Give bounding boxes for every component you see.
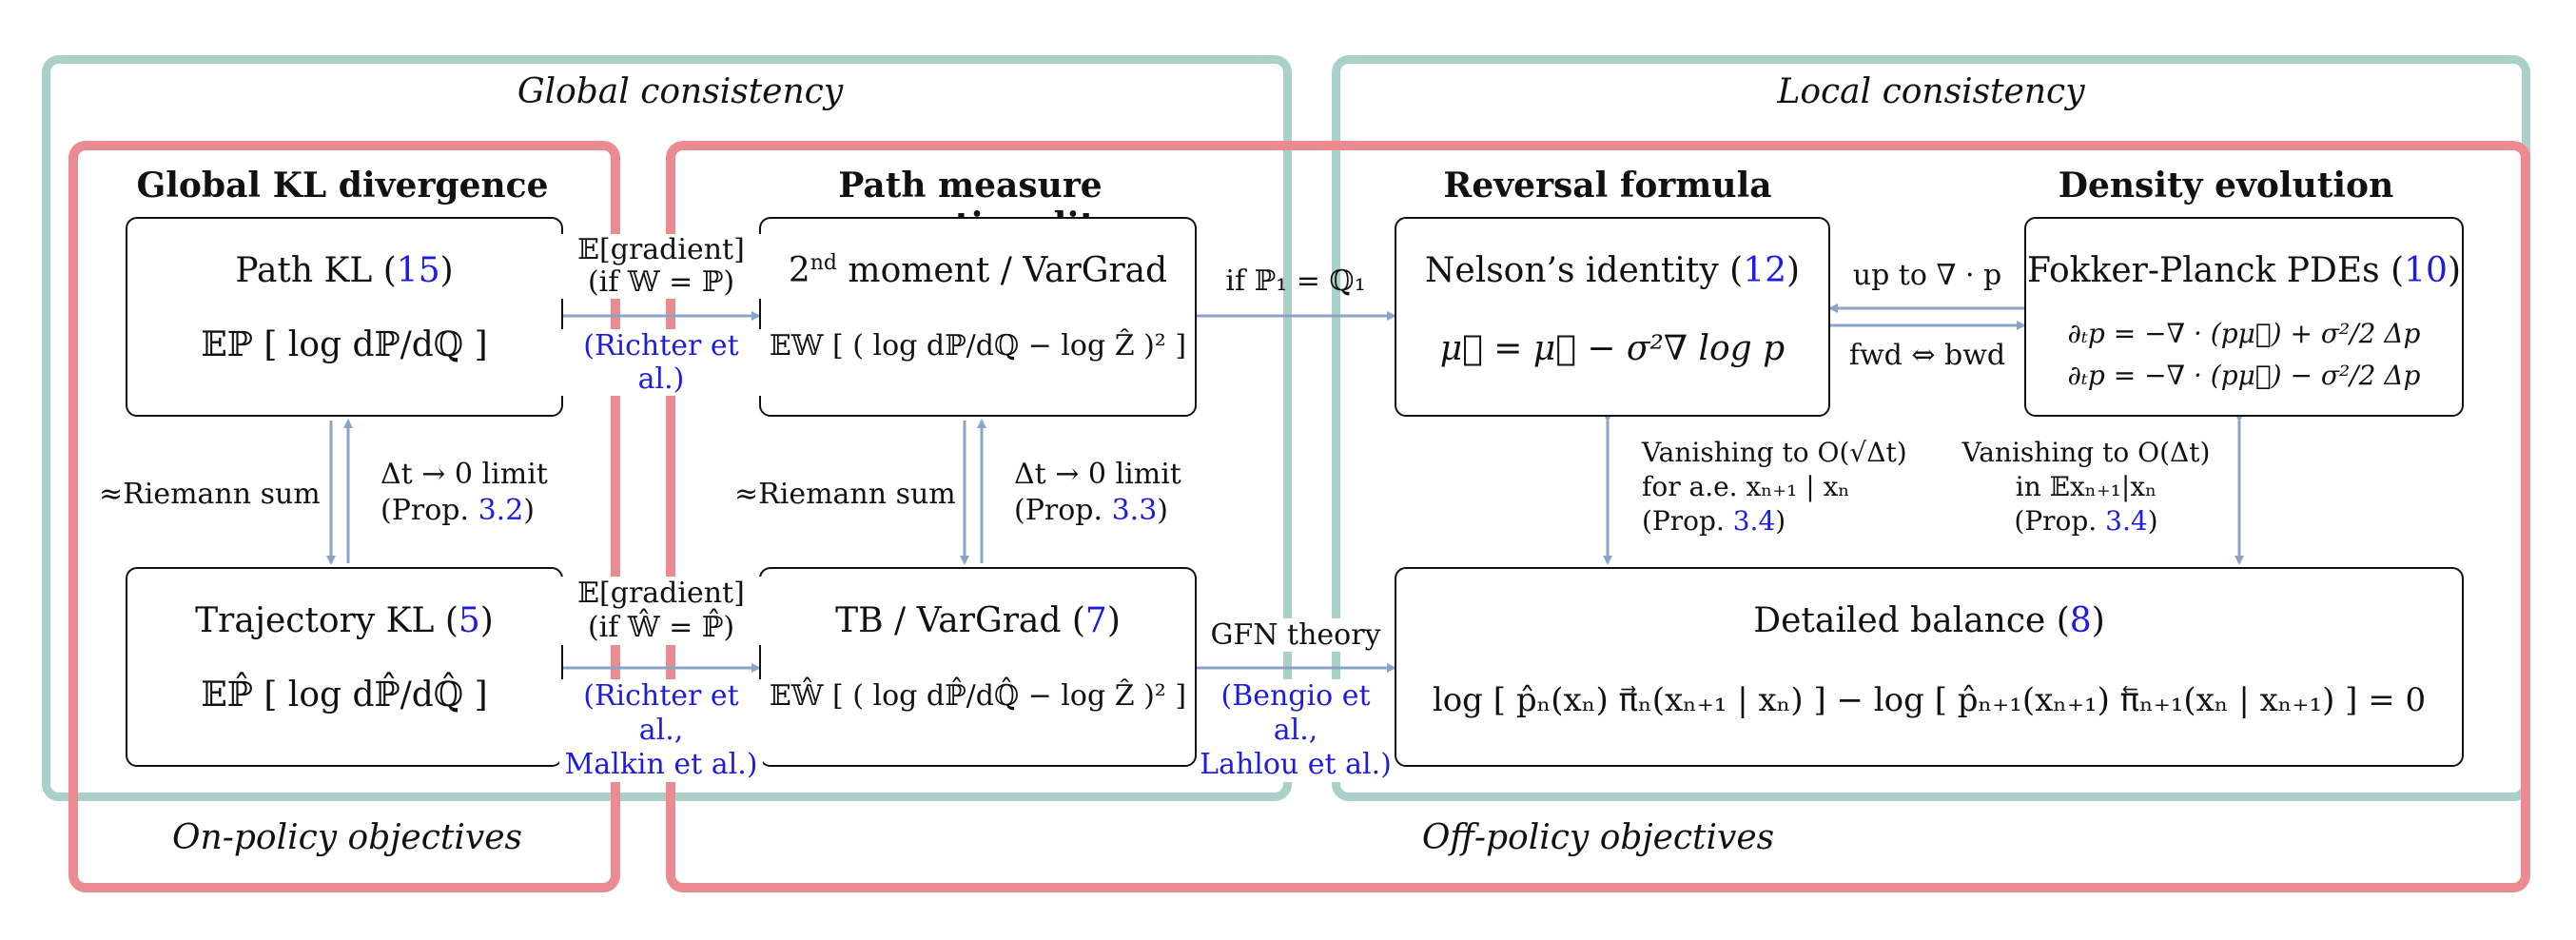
- edge-top-grad-line1: 𝔼[gradient]: [577, 233, 745, 266]
- detailed-formula: log [ p̂ₙ(xₙ) π⃗ₙ(xₙ₊₁ | xₙ) ] − log [ p…: [1432, 681, 2427, 719]
- fokker-eq2: ∂ₜp = −∇ · (pμ⃖) − σ²/2 Δp: [2067, 360, 2421, 391]
- nelson-box: Nelson’s identity (12) μ⃖ = μ⃗ − σ²∇ log…: [1395, 217, 1830, 417]
- edge-vanish2-3-ref: 3.4: [2105, 505, 2148, 537]
- edge-vanish2-3-post: ): [2147, 505, 2158, 537]
- path-kl-box: Path KL (15) 𝔼ℙ [ log dℙ/dℚ ]: [126, 217, 563, 417]
- detailed-balance-box: Detailed balance (8) log [ p̂ₙ(xₙ) π⃗ₙ(x…: [1395, 567, 2464, 767]
- edge-gfn-theory: GFN theory: [1200, 618, 1391, 652]
- edge-bot-grad-cite2: Malkin et al.): [564, 748, 758, 781]
- fokker-close: ): [2447, 251, 2461, 290]
- edge-up-to: up to ∇ · p: [1852, 259, 2002, 292]
- second-moment-title: moment / VarGrad: [836, 251, 1168, 290]
- edge-bot-grad-cite: (Richter et al., Malkin et al.): [559, 679, 763, 782]
- tb-vargrad-box: TB / VarGrad (7) 𝔼𝕎̂ [ ( log dℙ̂/dℚ̂ − l…: [759, 567, 1197, 767]
- traj-kl-ref: 5: [458, 601, 480, 640]
- local-consistency-label: Local consistency: [1777, 72, 2085, 111]
- fokker-eq1: ∂ₜp = −∇ · (pμ⃗) + σ²/2 Δp: [2067, 318, 2421, 349]
- tb-close: ): [1106, 601, 1121, 640]
- edge-riemann-mid: ≈Riemann sum: [734, 478, 956, 511]
- heading-density: Density evolution: [2058, 166, 2394, 206]
- second-moment-title-sup: nd: [810, 251, 837, 275]
- edge-bot-grad-line1: 𝔼[gradient]: [577, 577, 745, 610]
- traj-kl-close: ): [479, 601, 494, 640]
- edge-limit-mid-2-pre: (Prop.: [1014, 494, 1112, 527]
- nelson-close: ): [1786, 251, 1801, 290]
- tb-title: TB / VarGrad (: [835, 601, 1085, 640]
- tb-formula: 𝔼𝕎̂ [ ( log dℙ̂/dℚ̂ − log Ẑ )² ]: [769, 679, 1187, 713]
- traj-kl-title: Trajectory KL (: [195, 601, 459, 640]
- edge-fwd-bwd: fwd ⇔ bwd: [1848, 339, 2006, 372]
- fokker-title: Fokker-Planck PDEs (: [2027, 251, 2405, 290]
- path-kl-title: Path KL (: [235, 251, 397, 290]
- edge-limit-left-1: Δt → 0 limit: [381, 458, 548, 491]
- edge-top-grad: 𝔼[gradient] (if 𝕎 = ℙ): [559, 234, 763, 299]
- edge-if-p1-q1: if ℙ₁ = ℚ₁: [1225, 264, 1366, 298]
- nelson-formula: μ⃖ = μ⃗ − σ²∇ log p: [1439, 329, 1786, 368]
- second-moment-box: 2nd moment / VarGrad 𝔼𝕎 [ ( log dℙ/dℚ − …: [759, 217, 1197, 417]
- detailed-title: Detailed balance (: [1753, 601, 2070, 640]
- on-policy-region: [68, 141, 620, 892]
- global-consistency-label: Global consistency: [517, 72, 844, 111]
- edge-vanish-1: Vanishing to O(√Δt) for a.e. xₙ₊₁ | xₙ (…: [1642, 436, 1907, 539]
- edge-vanish1-1: Vanishing to O(√Δt): [1642, 437, 1907, 468]
- edge-limit-left-2-post: ): [523, 494, 536, 527]
- edge-gfn-cite1: (Bengio et al.,: [1220, 679, 1371, 747]
- edge-vanish1-2: for a.e. xₙ₊₁ | xₙ: [1642, 471, 1850, 502]
- edge-vanish1-3-post: ): [1775, 505, 1786, 537]
- second-moment-formula: 𝔼𝕎 [ ( log dℙ/dℚ − log Ẑ )² ]: [769, 329, 1187, 362]
- edge-gfn-cite: (Bengio et al., Lahlou et al.): [1197, 679, 1395, 782]
- edge-vanish-2: Vanishing to O(Δt) in 𝔼xₙ₊₁|xₙ (Prop. 3.…: [1948, 436, 2224, 539]
- trajectory-kl-box: Trajectory KL (5) 𝔼ℙ̂ [ log dℙ̂/dℚ̂ ]: [126, 567, 563, 767]
- heading-reversal: Reversal formula: [1443, 166, 1772, 206]
- edge-gfn-cite2: Lahlou et al.): [1200, 748, 1392, 781]
- edge-vanish2-2: in 𝔼xₙ₊₁|xₙ: [2015, 471, 2157, 502]
- traj-kl-formula: 𝔼ℙ̂ [ log dℙ̂/dℚ̂ ]: [201, 676, 488, 715]
- edge-bot-grad-line2: (if 𝕎̂ = ℙ̂): [587, 611, 735, 644]
- edge-top-grad-cite: (Richter et al.): [559, 329, 763, 396]
- edge-limit-left-2-ref: 3.2: [478, 494, 524, 527]
- edge-vanish2-1: Vanishing to O(Δt): [1961, 437, 2211, 468]
- edge-vanish1-3-ref: 3.4: [1732, 505, 1776, 537]
- on-policy-label: On-policy objectives: [172, 818, 522, 857]
- second-moment-title-pre: 2: [788, 251, 810, 290]
- edge-vanish1-3-pre: (Prop.: [1642, 505, 1733, 537]
- edge-limit-left: Δt → 0 limit (Prop. 3.2): [381, 457, 548, 529]
- edge-limit-mid-1: Δt → 0 limit: [1014, 458, 1181, 491]
- path-kl-close: ): [439, 251, 454, 290]
- edge-riemann-left: ≈Riemann sum: [99, 478, 321, 511]
- edge-limit-mid-2-ref: 3.3: [1111, 494, 1158, 527]
- fokker-ref: 10: [2404, 251, 2448, 290]
- path-kl-formula: 𝔼ℙ [ log dℙ/dℚ ]: [201, 325, 488, 364]
- edge-vanish2-3-pre: (Prop.: [2014, 505, 2106, 537]
- path-kl-ref: 15: [396, 251, 440, 290]
- edge-bot-grad: 𝔼[gradient] (if 𝕎̂ = ℙ̂): [559, 577, 763, 645]
- edge-limit-left-2-pre: (Prop.: [381, 494, 478, 527]
- nelson-ref: 12: [1743, 251, 1787, 290]
- tb-ref: 7: [1084, 601, 1107, 640]
- heading-global-kl: Global KL divergence: [136, 166, 549, 206]
- fokker-box: Fokker-Planck PDEs (10) ∂ₜp = −∇ · (pμ⃗)…: [2024, 217, 2464, 417]
- edge-top-grad-line2: (if 𝕎 = ℙ): [587, 265, 735, 299]
- edge-limit-mid-2-post: ): [1157, 494, 1169, 527]
- nelson-title: Nelson’s identity (: [1424, 251, 1744, 290]
- detailed-close: ): [2091, 601, 2105, 640]
- off-policy-label: Off-policy objectives: [1421, 818, 1775, 857]
- edge-limit-mid: Δt → 0 limit (Prop. 3.3): [1014, 457, 1181, 529]
- edge-bot-grad-cite1: (Richter et al.,: [583, 679, 739, 747]
- detailed-ref: 8: [2069, 601, 2092, 640]
- off-policy-region: [666, 141, 2530, 892]
